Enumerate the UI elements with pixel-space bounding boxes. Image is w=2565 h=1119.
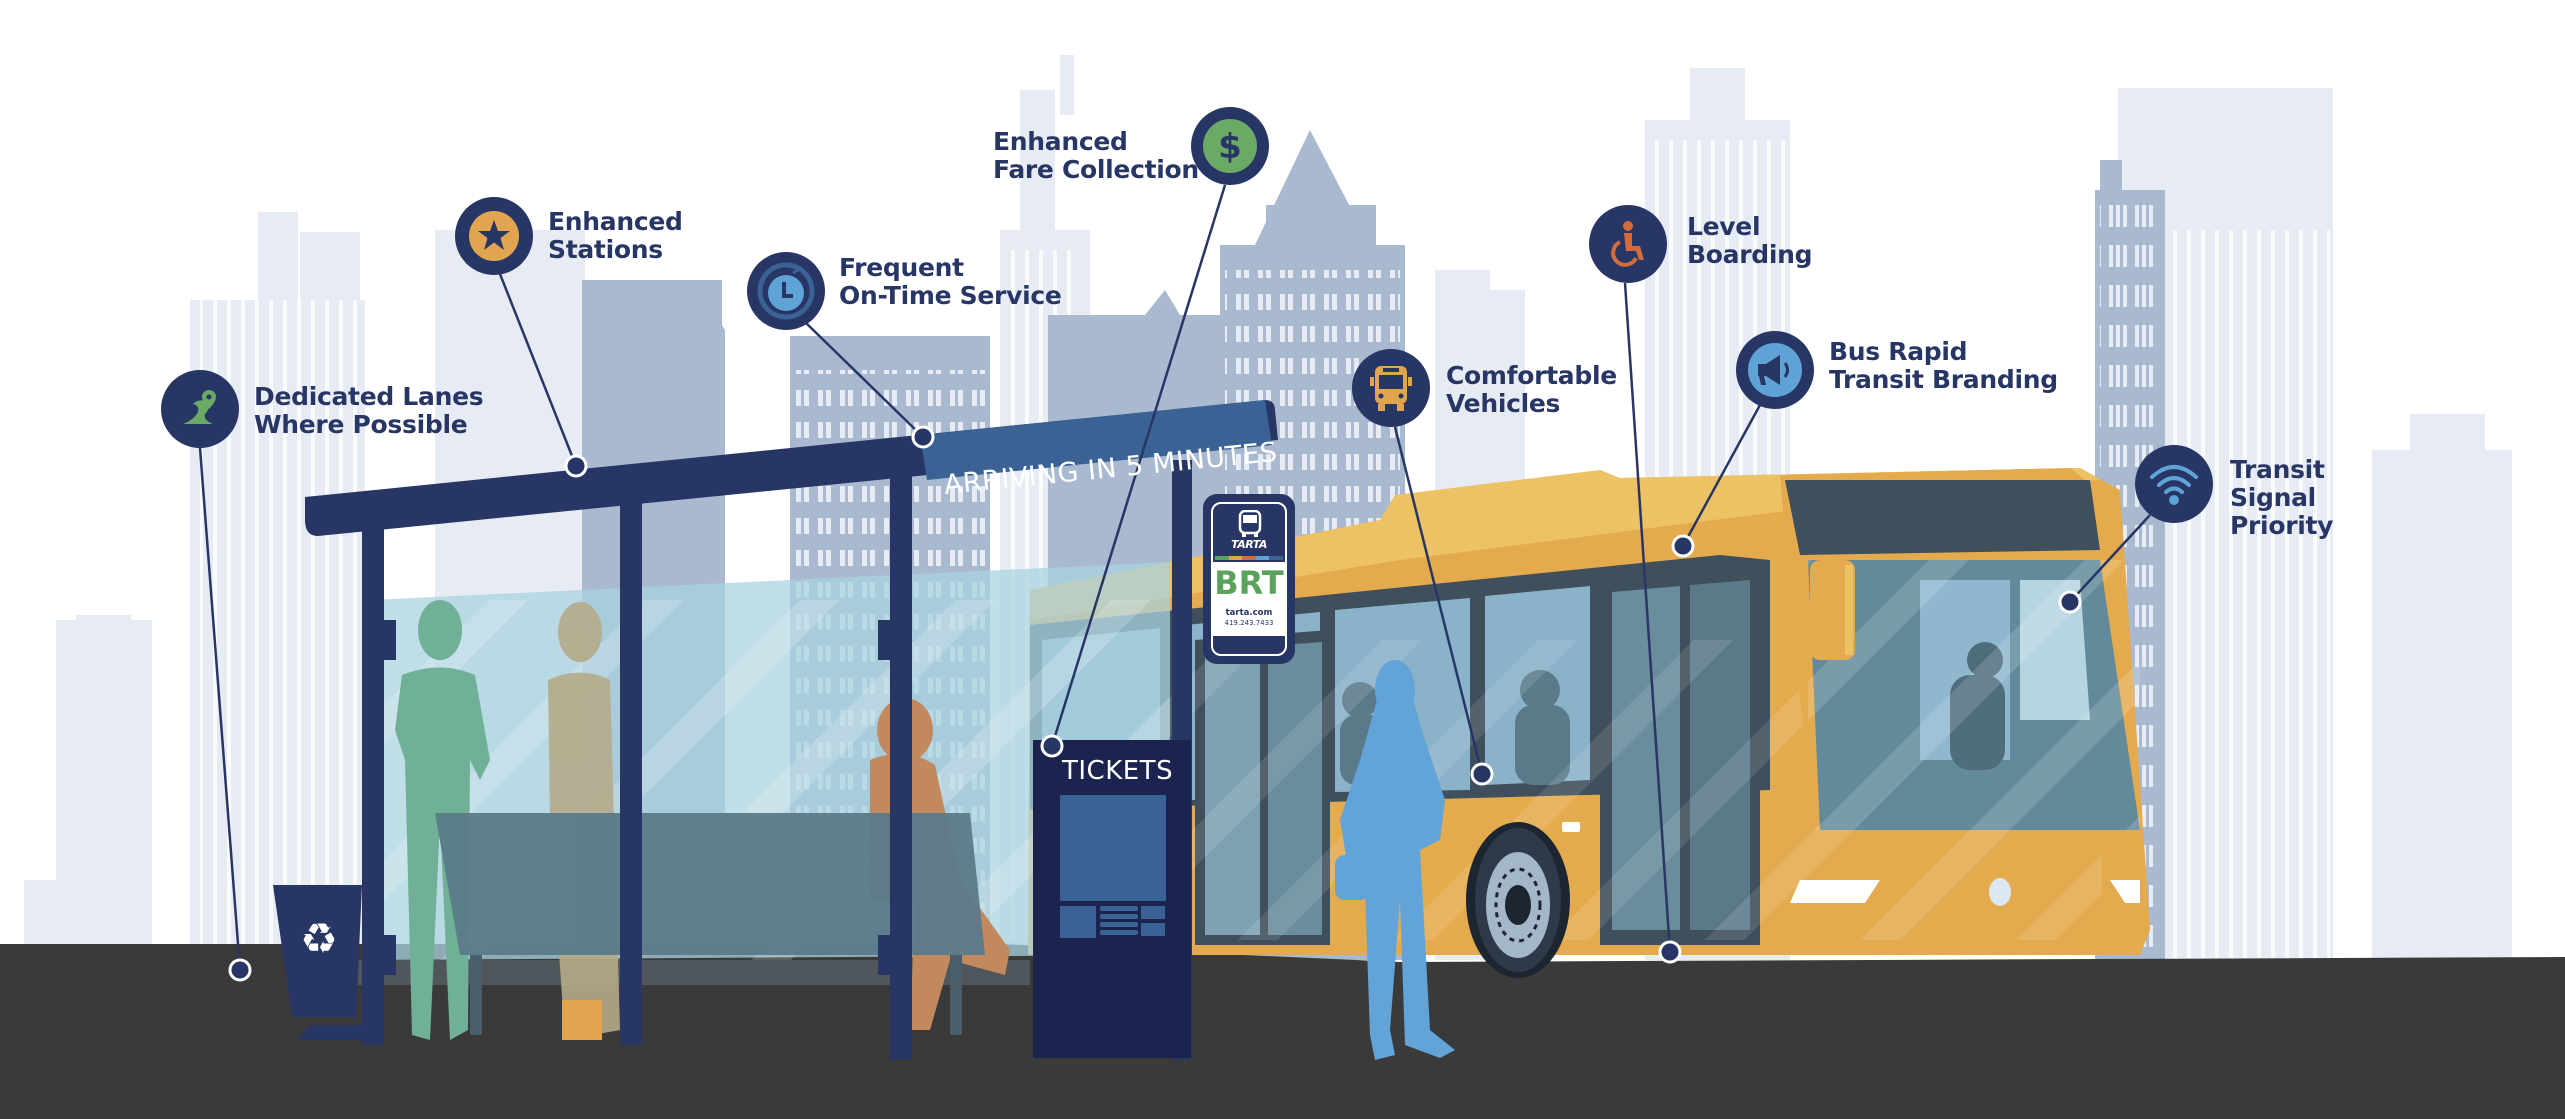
megaphone-icon	[1748, 343, 1802, 397]
fare-collection-badge: $	[1191, 107, 1269, 185]
brt-stop-sign: TARTA BRT tarta.com 419.243.7433	[1203, 494, 1295, 664]
signal-priority-label: Transit Signal Priority	[2230, 455, 2334, 540]
sign-phone: 419.243.7433	[1224, 619, 1274, 627]
person-blue-standing	[1335, 660, 1455, 1060]
wheelchair-icon	[1611, 221, 1644, 267]
signal-priority-badge	[2135, 445, 2213, 523]
wifi-signal-icon	[2150, 465, 2198, 505]
bus-icon	[1238, 510, 1262, 537]
callout-dots	[228, 425, 2082, 982]
level-boarding-label: Level Boarding	[1687, 212, 1813, 269]
frequent-service-label: Frequent On-Time Service	[839, 253, 1062, 310]
map-route-pin-icon	[183, 390, 216, 424]
recycle-bin	[273, 885, 366, 1040]
callout-connectors	[198, 184, 2151, 971]
arrival-sign-panel	[920, 400, 1272, 480]
svg-text:$: $	[1218, 127, 1242, 167]
dedicated-lanes-label: Dedicated Lanes Where Possible	[254, 382, 484, 439]
clock-refresh-icon	[757, 262, 815, 320]
bus-front-icon	[1370, 366, 1412, 411]
fare-collection-label: Enhanced Fare Collection	[993, 127, 1199, 184]
brand-color-stripe	[1215, 556, 1283, 560]
dedicated-lanes-badge	[161, 370, 239, 448]
ticket-kiosk	[1033, 740, 1191, 1058]
tarta-logo: TARTA	[1231, 538, 1267, 551]
bench	[435, 813, 985, 955]
star-badge-icon	[469, 211, 519, 261]
enhanced-stations-badge	[455, 197, 533, 275]
brt-route-label: BRT	[1214, 564, 1284, 602]
frequent-service-badge	[747, 252, 825, 330]
enhanced-stations-label: Enhanced Stations	[548, 207, 683, 264]
recycle-icon: ♻	[300, 914, 338, 963]
comfortable-vehicles-label: Comfortable Vehicles	[1446, 361, 1617, 418]
dollar-coin-icon: $	[1203, 119, 1257, 173]
brt-branding-badge	[1736, 331, 1814, 409]
brt-branding-label: Bus Rapid Transit Branding	[1829, 337, 2058, 394]
kiosk-label: TICKETS	[1062, 756, 1174, 786]
sign-website: tarta.com	[1225, 608, 1273, 618]
bus-illustration	[1028, 468, 2150, 978]
level-boarding-badge	[1589, 205, 1667, 283]
sign-white-panel	[1213, 562, 1285, 636]
comfortable-vehicles-badge	[1352, 349, 1430, 427]
